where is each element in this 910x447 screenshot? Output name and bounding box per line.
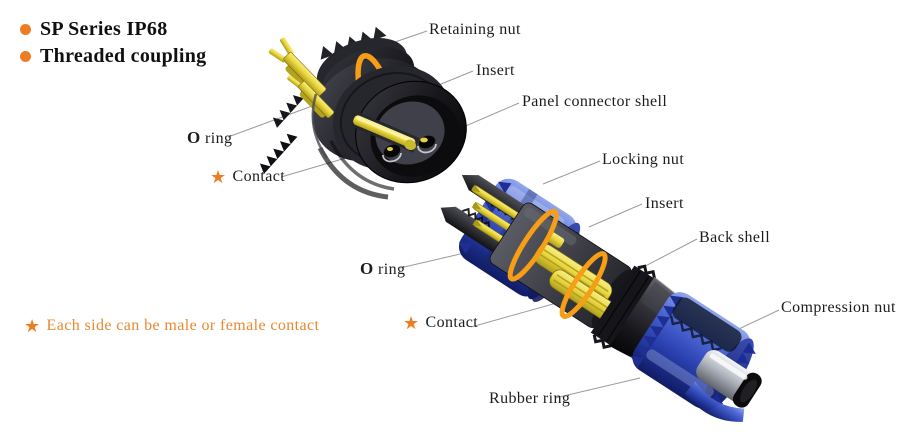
o-ring-bold-o: O [187,128,201,147]
label-o-ring-cable: O ring [360,259,405,279]
star-icon: ★ [210,167,227,188]
label-compression-nut: Compression nut [781,299,896,316]
o-ring-rest: ring [200,130,233,147]
page-title: SP Series IP68 Threaded coupling [20,16,206,70]
footnote: ★ Each side can be male or female contac… [24,317,319,335]
star-icon: ★ [403,313,420,334]
cable-connector-illustration [440,175,762,422]
bullet-icon [20,24,31,35]
label-panel-connector-shell: Panel connector shell [522,93,668,110]
leader-line-locking-nut [542,160,601,185]
panel-shell-shading [311,93,395,200]
o-ring-bold-o: O [360,259,374,278]
label-insert-cable: Insert [645,195,684,212]
o-ring-rest: ring [373,261,406,278]
o-ring-graphic-cable-left [507,208,559,282]
bullet-icon [20,51,31,62]
label-contact-panel: ★ Contact [210,168,285,186]
label-retaining-nut: Retaining nut [429,21,521,38]
label-back-shell: Back shell [699,229,771,246]
title-coupling: Threaded coupling [40,45,207,67]
contact-text: Contact [232,168,286,185]
star-icon: ★ [24,316,41,337]
collar-graphic [590,264,658,349]
leader-line-rubber-ring [554,377,641,399]
shell-thread-upper [272,87,311,128]
contact-text: Contact [425,314,479,331]
title-row-2: Threaded coupling [20,43,206,70]
shell-thread-lower [259,133,298,174]
label-rubber-ring: Rubber ring [489,390,571,407]
o-ring-graphic-cable-right [559,251,608,319]
socket-holes [382,135,437,163]
footnote-text: Each side can be male or female contact [46,317,320,334]
leader-line-insert-cable [588,203,643,228]
title-row-1: SP Series IP68 [20,16,206,43]
label-contact-cable: ★ Contact [403,314,478,332]
label-insert-panel: Insert [476,62,515,79]
cable-tube-graphic [684,350,762,422]
label-locking-nut: Locking nut [602,151,685,168]
panel-connector-illustration [259,26,467,200]
contact-pin-channel [348,110,420,153]
label-o-ring-panel: O ring [187,128,232,148]
title-series: SP Series IP68 [40,18,168,40]
